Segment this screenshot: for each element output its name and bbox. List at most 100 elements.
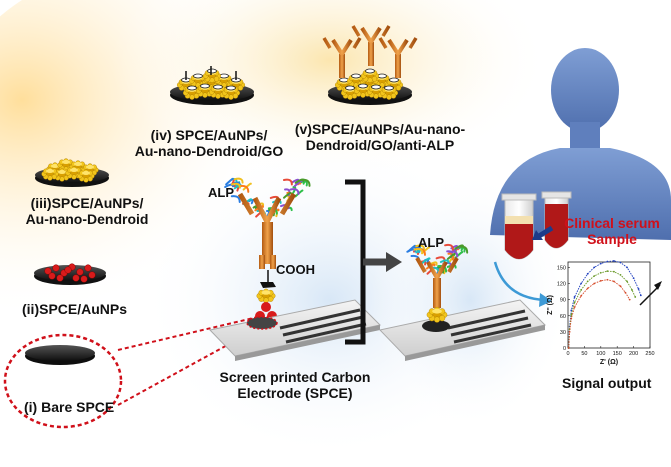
stage-ii-number: (ii) [22, 301, 40, 317]
x-tick-label: 200 [629, 351, 638, 357]
x-tick-label: 250 [645, 351, 654, 357]
anti-alp-antibody [351, 25, 391, 66]
alp-protein-strand [292, 185, 297, 194]
alp-protein-strand [289, 188, 300, 196]
gold-nanoparticle [80, 275, 88, 283]
alp-protein-strand [446, 252, 456, 260]
stage-iii-line2: Au-nano-Dendroid [25, 210, 149, 227]
dendroid-particle [256, 288, 276, 304]
stage-v-line1: SPCE/AuNPs/Au-nano- [311, 121, 466, 137]
stage-iii-number: (iii) [30, 195, 52, 211]
stage-iv-line2: Au-nano-Dendroid/GO [134, 142, 284, 159]
alp-protein-strand [458, 245, 469, 254]
nyquist-point [631, 289, 633, 291]
spce-caption-line2: Electrode (SPCE) [237, 384, 353, 401]
alp-protein-strand [230, 195, 241, 204]
x-tick-label: 100 [596, 351, 605, 357]
stage-iii-dendroid-disc [35, 158, 109, 187]
immobilized-antibody-alp [406, 243, 469, 323]
screen-printed-electrode-right [379, 299, 546, 361]
plot-frame [567, 261, 651, 349]
trend-arrow-head [654, 281, 662, 290]
y-tick-label: 150 [557, 265, 566, 271]
nyquist-point [580, 282, 583, 285]
nyquist-point [632, 277, 635, 280]
stage-i-bare-spce-disc [3, 333, 123, 429]
gold-nanoparticle [84, 264, 92, 272]
y-tick-label: 90 [560, 298, 566, 304]
nyquist-point [599, 271, 602, 274]
blood-sample-tubes [501, 191, 572, 260]
au-nano-dendroid [77, 169, 95, 183]
nyquist-point [619, 274, 622, 276]
nyquist-point [606, 270, 609, 273]
nyquist-point [613, 280, 615, 283]
y-tick-label: 0 [563, 346, 566, 352]
spce-caption-line1: Screen printed Carbon [219, 369, 371, 385]
nyquist-point [567, 347, 570, 349]
nyquist-point [606, 278, 609, 281]
au-nano-dendroid [202, 69, 222, 83]
x-tick-label: 150 [613, 351, 622, 357]
curved-arrow [493, 261, 546, 302]
x-tick-label: 0 [566, 351, 569, 357]
nyquist-point [639, 294, 642, 297]
alp-protein-strand [224, 183, 234, 188]
human-silhouette [490, 48, 671, 240]
y-tick-label: 120 [557, 282, 566, 288]
nyquist-point [586, 272, 589, 275]
gold-nanoparticle [88, 271, 96, 279]
stage-iv-go-disc [170, 66, 254, 105]
nyquist-point [593, 282, 596, 285]
alp-protein-strand [415, 244, 426, 251]
gold-nanoparticle [52, 264, 60, 272]
alp-protein-strand [242, 182, 252, 191]
nyquist-point [619, 261, 622, 264]
au-nano-dendroid [41, 167, 59, 181]
nyquist-point [568, 330, 571, 333]
nyquist-point [573, 301, 576, 304]
alp-protein-strand [425, 263, 436, 270]
x-tick-label: 50 [581, 351, 587, 357]
au-nano-dendroid [426, 306, 448, 323]
y-tick-label: 60 [560, 314, 566, 320]
alp-protein-strand [413, 248, 424, 255]
nyquist-point [626, 266, 628, 269]
stage-iv-number: (iv) [150, 127, 172, 143]
alp-protein-strand [294, 189, 304, 198]
anti-alp-antibody [378, 37, 418, 78]
stage-iii-line1: SPCE/AuNPs/ [51, 195, 144, 211]
stage-v-label: (v)SPCE/AuNPs/Au-nano- Dendroid/GO/anti-… [290, 121, 470, 153]
signal-output-label: Signal output [562, 375, 652, 391]
nyquist-point [586, 280, 589, 283]
x-axis-label: Z' (Ω) [600, 359, 618, 366]
nyquist-point [580, 289, 583, 291]
alp-protein-strand [231, 182, 241, 189]
alp-protein-strand [421, 257, 431, 265]
zoom-line-top [117, 315, 263, 351]
nyquist-point [613, 270, 615, 273]
gold-nanoparticle [64, 266, 72, 274]
gold-nanoparticle [76, 268, 84, 276]
clinical-serum-line2: Sample [587, 230, 637, 247]
nyquist-point [593, 266, 596, 269]
cooh-label: COOH [276, 262, 315, 277]
nyquist-point [624, 291, 627, 294]
nyquist-point [570, 313, 573, 316]
alp-protein-strand [444, 243, 454, 251]
nyquist-point [570, 317, 573, 320]
gold-nanoparticle [56, 274, 64, 282]
nyquist-point [606, 260, 609, 263]
stage-i-label: (i) Bare SPCE [24, 399, 114, 416]
nyquist-point [599, 262, 602, 265]
screen-printed-electrode-left [209, 299, 382, 361]
anti-alp-antibody [322, 37, 362, 78]
nyquist-point [628, 298, 631, 301]
gold-nanoparticle [48, 272, 56, 280]
alp-label-left: ALP [208, 185, 234, 200]
spce-caption: Screen printed Carbon Electrode (SPCE) [210, 369, 380, 401]
stage-ii-aunps-disc [34, 263, 106, 285]
alp-protein-strand [282, 191, 292, 199]
